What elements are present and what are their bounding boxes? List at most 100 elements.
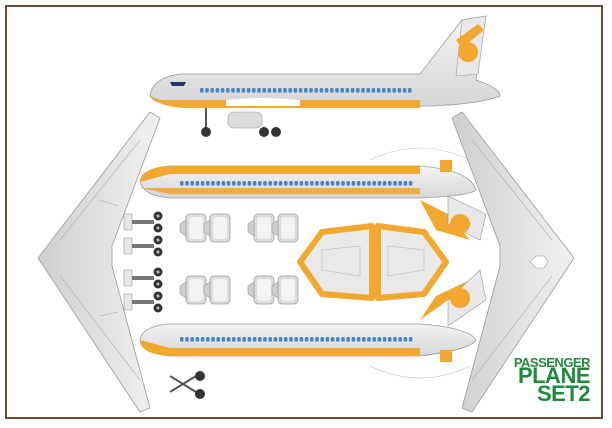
passenger-window	[221, 337, 226, 342]
passenger-window	[289, 181, 293, 186]
passenger-window	[237, 181, 241, 186]
passenger-window	[258, 181, 262, 186]
passenger-window	[377, 337, 382, 342]
passenger-window	[273, 181, 278, 186]
passenger-window	[330, 88, 334, 93]
passenger-window	[388, 181, 392, 186]
side-view-plane	[149, 15, 501, 137]
passenger-window	[284, 181, 288, 186]
passenger-window	[293, 88, 298, 93]
passenger-window	[403, 181, 408, 186]
passenger-window	[247, 337, 252, 342]
passenger-window	[335, 88, 339, 93]
passenger-window	[185, 181, 189, 186]
passenger-window	[206, 337, 210, 342]
passenger-window	[298, 88, 303, 93]
passenger-window	[351, 181, 356, 186]
passenger-window	[408, 181, 413, 186]
passenger-window	[408, 88, 412, 93]
passenger-window	[268, 181, 272, 186]
passenger-window	[210, 88, 214, 93]
passenger-window	[258, 337, 262, 342]
passenger-window	[356, 88, 360, 93]
passenger-window	[236, 88, 240, 93]
passenger-window	[221, 181, 226, 186]
passenger-window	[346, 337, 350, 342]
right-wing-piece	[451, 111, 575, 413]
passenger-window	[289, 337, 293, 342]
passenger-window	[252, 88, 256, 93]
passenger-window	[402, 88, 407, 93]
passenger-window	[340, 88, 344, 93]
passenger-window	[268, 337, 272, 342]
passenger-window	[350, 88, 355, 93]
passenger-window	[215, 88, 220, 93]
passenger-window	[382, 181, 387, 186]
title-line-1: PASSENGER	[513, 355, 591, 370]
passenger-window	[408, 337, 413, 342]
passenger-window	[216, 337, 220, 342]
passenger-window	[272, 88, 277, 93]
passenger-window	[320, 337, 324, 342]
passenger-window	[341, 337, 345, 342]
passenger-window	[324, 88, 329, 93]
passenger-window	[362, 181, 366, 186]
passenger-window	[372, 181, 376, 186]
passenger-window	[398, 337, 402, 342]
passenger-window	[336, 181, 340, 186]
passenger-window	[314, 88, 318, 93]
passenger-window	[345, 88, 350, 93]
passenger-window	[346, 181, 350, 186]
title-line-2: PLANE	[517, 363, 591, 388]
engine-pieces	[179, 213, 299, 305]
passenger-window	[372, 337, 376, 342]
passenger-window	[242, 181, 246, 186]
passenger-window	[341, 181, 345, 186]
passenger-window	[392, 88, 396, 93]
passenger-window	[241, 88, 246, 93]
passenger-window	[294, 181, 298, 186]
passenger-window	[377, 181, 382, 186]
passenger-window	[278, 337, 283, 342]
passenger-window	[325, 337, 330, 342]
passenger-window	[398, 181, 402, 186]
title-line-3: SET2	[536, 381, 591, 406]
passenger-window	[232, 337, 236, 342]
passenger-window	[388, 337, 392, 342]
passenger-window	[232, 181, 236, 186]
passenger-window	[393, 181, 397, 186]
passenger-window	[252, 181, 257, 186]
passenger-window	[206, 181, 210, 186]
passenger-window	[304, 337, 309, 342]
passenger-window	[361, 88, 365, 93]
passenger-window	[382, 88, 386, 93]
passenger-window	[216, 181, 220, 186]
passenger-window	[283, 88, 287, 93]
passenger-window	[237, 337, 241, 342]
passenger-window	[304, 88, 308, 93]
landing-gear-pieces	[123, 211, 205, 399]
passenger-window	[200, 88, 204, 93]
passenger-window	[315, 181, 319, 186]
passenger-window	[231, 88, 235, 93]
passenger-window	[190, 337, 194, 342]
passenger-window	[366, 88, 370, 93]
passenger-window	[310, 181, 314, 186]
passenger-window	[367, 181, 371, 186]
passenger-window	[367, 337, 371, 342]
left-wing-piece	[37, 111, 161, 413]
passenger-window	[211, 337, 215, 342]
passenger-window	[284, 337, 288, 342]
passenger-window	[376, 88, 381, 93]
passenger-window	[387, 88, 391, 93]
passenger-window	[267, 88, 272, 93]
passenger-window	[242, 337, 246, 342]
passenger-window	[371, 88, 376, 93]
passenger-window	[362, 337, 366, 342]
passenger-window	[330, 337, 335, 342]
passenger-window	[257, 88, 261, 93]
passenger-window	[315, 337, 319, 342]
passenger-window	[356, 181, 361, 186]
passenger-window	[200, 337, 205, 342]
